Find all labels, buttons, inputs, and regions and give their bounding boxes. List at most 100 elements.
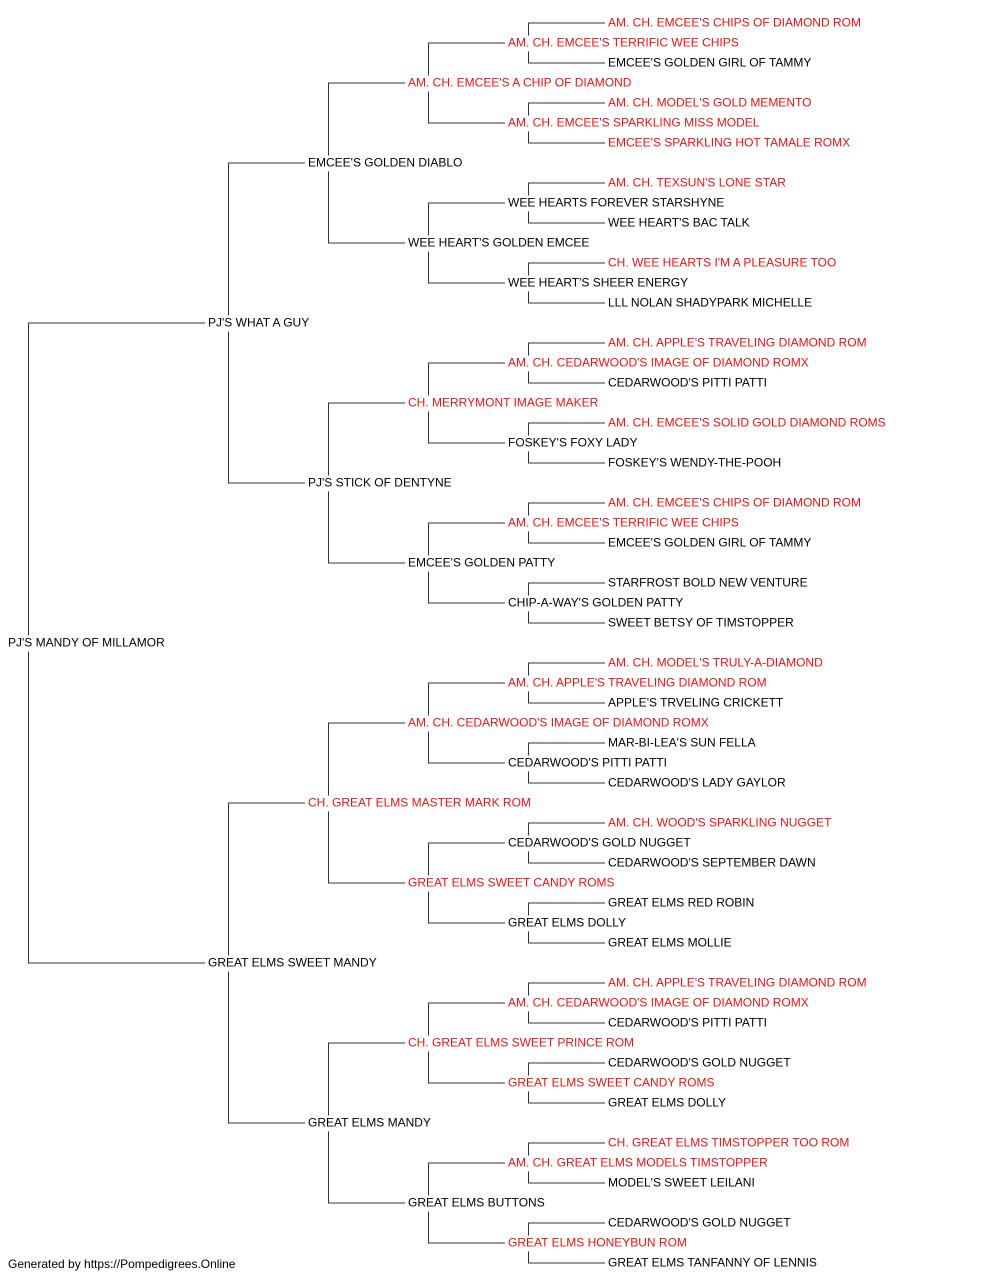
dam-connector [228, 971, 305, 1124]
sire-connector [528, 742, 605, 756]
dam-connector [428, 91, 505, 124]
sire-connector [228, 162, 305, 316]
dam-connector [528, 931, 605, 944]
pedigree-name: GREAT ELMS MANDY [308, 1116, 431, 1130]
pedigree-name: AM. CH. MODEL'S TRULY-A-DIAMOND [608, 656, 823, 670]
pedigree-name: CEDARWOOD'S PITTI PATTI [508, 756, 667, 770]
generated-by-footer: Generated by https://Pompedigrees.Online [8, 1257, 236, 1271]
pedigree-name: PJ'S MANDY OF MILLAMOR [8, 636, 165, 650]
sire-connector [528, 502, 605, 516]
sire-connector [528, 982, 605, 996]
pedigree-name: LLL NOLAN SHADYPARK MICHELLE [608, 296, 812, 310]
pedigree-name: CH. MERRYMONT IMAGE MAKER [408, 396, 599, 410]
dam-connector [328, 491, 405, 564]
sire-connector [428, 1162, 505, 1196]
pedigree-name: AM. CH. EMCEE'S CHIPS OF DIAMOND ROM [608, 496, 861, 510]
sire-connector [28, 322, 205, 636]
sire-connector [428, 202, 505, 236]
pedigree-name: CH. GREAT ELMS MASTER MARK ROM [308, 796, 531, 810]
dam-connector [528, 211, 605, 224]
pedigree-name: AM. CH. CEDARWOOD'S IMAGE OF DIAMOND ROM… [508, 996, 809, 1010]
sire-connector [328, 402, 405, 476]
pedigree-name: AM. CH. CEDARWOOD'S IMAGE OF DIAMOND ROM… [408, 716, 709, 730]
sire-connector [428, 682, 505, 716]
dam-connector [528, 1251, 605, 1264]
pedigree-name: GREAT ELMS DOLLY [608, 1096, 726, 1110]
pedigree-name: AM. CH. APPLE'S TRAVELING DIAMOND ROM [608, 336, 867, 350]
pedigree-name: MODEL'S SWEET LEILANI [608, 1176, 755, 1190]
pedigree-name: FOSKEY'S FOXY LADY [508, 436, 637, 450]
dam-connector [528, 451, 605, 464]
sire-connector [428, 362, 505, 396]
pedigree-name: GREAT ELMS SWEET CANDY ROMS [508, 1076, 714, 1090]
sire-connector [228, 802, 305, 956]
sire-connector [528, 1222, 605, 1236]
sire-connector [528, 822, 605, 836]
dam-connector [428, 1211, 505, 1244]
dam-connector [428, 411, 505, 444]
dam-connector [428, 251, 505, 284]
pedigree-name: APPLE'S TRVELING CRICKETT [608, 696, 784, 710]
pedigree-name: CEDARWOOD'S PITTI PATTI [608, 376, 767, 390]
dam-connector [528, 1091, 605, 1104]
pedigree-name: MAR-BI-LEA'S SUN FELLA [608, 736, 756, 750]
dam-connector [428, 731, 505, 764]
pedigree-name: FOSKEY'S WENDY-THE-POOH [608, 456, 781, 470]
sire-connector [528, 422, 605, 436]
dam-connector [428, 1051, 505, 1084]
dam-connector [528, 771, 605, 784]
pedigree-name: GREAT ELMS TANFANNY OF LENNIS [608, 1256, 817, 1270]
pedigree-name: CEDARWOOD'S GOLD NUGGET [608, 1216, 791, 1230]
dam-connector [328, 811, 405, 884]
sire-connector [528, 662, 605, 676]
pedigree-name: CEDARWOOD'S SEPTEMBER DAWN [608, 856, 816, 870]
dam-connector [528, 851, 605, 864]
sire-connector [528, 1142, 605, 1156]
pedigree-name: GREAT ELMS DOLLY [508, 916, 626, 930]
pedigree-name: AM. CH. EMCEE'S SPARKLING MISS MODEL [508, 116, 760, 130]
pedigree-name: GREAT ELMS MOLLIE [608, 936, 732, 950]
pedigree-name: AM. CH. CEDARWOOD'S IMAGE OF DIAMOND ROM… [508, 356, 809, 370]
dam-connector [528, 1171, 605, 1184]
sire-connector [428, 522, 505, 556]
sire-connector [428, 1002, 505, 1036]
dam-connector [28, 651, 205, 964]
pedigree-name: CEDARWOOD'S GOLD NUGGET [508, 836, 691, 850]
sire-connector [328, 82, 405, 156]
dam-connector [328, 1131, 405, 1204]
sire-connector [428, 842, 505, 876]
sire-connector [328, 722, 405, 796]
pedigree-name: WEE HEARTS FOREVER STARSHYNE [508, 196, 724, 210]
pedigree-name: WEE HEART'S BAC TALK [608, 216, 750, 230]
pedigree-name: EMCEE'S GOLDEN DIABLO [308, 156, 462, 170]
pedigree-name: EMCEE'S GOLDEN GIRL OF TAMMY [608, 56, 811, 70]
sire-connector [528, 1062, 605, 1076]
pedigree-name: GREAT ELMS SWEET CANDY ROMS [408, 876, 614, 890]
pedigree-name: CH. GREAT ELMS SWEET PRINCE ROM [408, 1036, 634, 1050]
dam-connector [528, 691, 605, 704]
pedigree-name: GREAT ELMS RED ROBIN [608, 896, 754, 910]
sire-connector [528, 182, 605, 196]
dam-connector [528, 131, 605, 144]
sire-connector [528, 902, 605, 916]
pedigree-name: AM. CH. GREAT ELMS MODELS TIMSTOPPER [508, 1156, 768, 1170]
pedigree-name: EMCEE'S GOLDEN GIRL OF TAMMY [608, 536, 811, 550]
sire-connector [528, 262, 605, 276]
sire-connector [528, 582, 605, 596]
pedigree-name: AM. CH. EMCEE'S TERRIFIC WEE CHIPS [508, 516, 739, 530]
pedigree-name: CEDARWOOD'S GOLD NUGGET [608, 1056, 791, 1070]
sire-connector [528, 342, 605, 356]
pedigree-name: PJ'S STICK OF DENTYNE [308, 476, 452, 490]
dam-connector [528, 1011, 605, 1024]
pedigree-name: CHIP-A-WAY'S GOLDEN PATTY [508, 596, 683, 610]
dam-connector [528, 51, 605, 64]
sire-connector [428, 42, 505, 76]
pedigree-name: CH. WEE HEARTS I'M A PLEASURE TOO [608, 256, 836, 270]
pedigree-name: WEE HEART'S GOLDEN EMCEE [408, 236, 589, 250]
pedigree-name: GREAT ELMS BUTTONS [408, 1196, 545, 1210]
pedigree-name: CEDARWOOD'S LADY GAYLOR [608, 776, 786, 790]
pedigree-name: SWEET BETSY OF TIMSTOPPER [608, 616, 794, 630]
dam-connector [428, 891, 505, 924]
pedigree-name: CEDARWOOD'S PITTI PATTI [608, 1016, 767, 1030]
